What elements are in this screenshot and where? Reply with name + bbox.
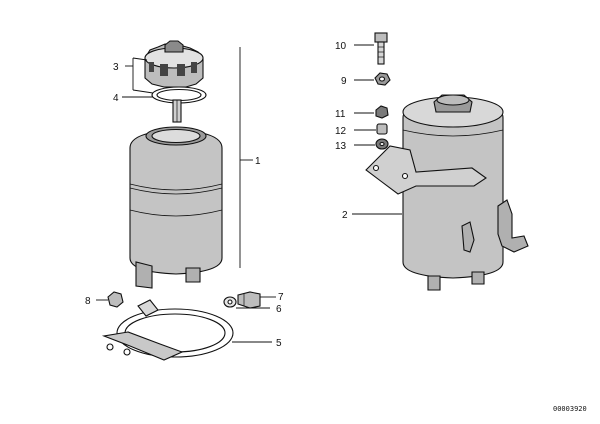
callout-6: 6 [276,304,282,315]
reservoir-assembly [365,94,529,291]
hex-nut-8 [107,291,124,308]
callout-12: 12 [335,126,347,137]
callout-4: 4 [113,93,119,104]
callout-9: 9 [341,76,347,87]
callout-1: 1 [255,156,261,167]
reservoir-cap [144,40,204,88]
reservoir-body [129,126,223,289]
callout-10: 10 [335,41,347,52]
grommet-13 [375,138,389,150]
bolt-10 [374,32,388,65]
callout-5: 5 [276,338,282,349]
reference-number: 00003920 [553,405,587,413]
bushing-12 [376,123,388,135]
washer-6 [223,296,237,308]
callout-2: 2 [342,210,348,221]
callout-11: 11 [335,109,346,120]
mounting-clamp [101,299,234,361]
callout-13: 13 [335,141,347,152]
callout-3: 3 [113,62,119,73]
grommet-11 [375,105,389,119]
leader-lines [96,44,402,343]
filter-insert [172,99,182,123]
callout-7: 7 [278,292,284,303]
bolt-7 [237,291,261,309]
callout-8: 8 [85,296,91,307]
nut-9 [374,72,391,86]
